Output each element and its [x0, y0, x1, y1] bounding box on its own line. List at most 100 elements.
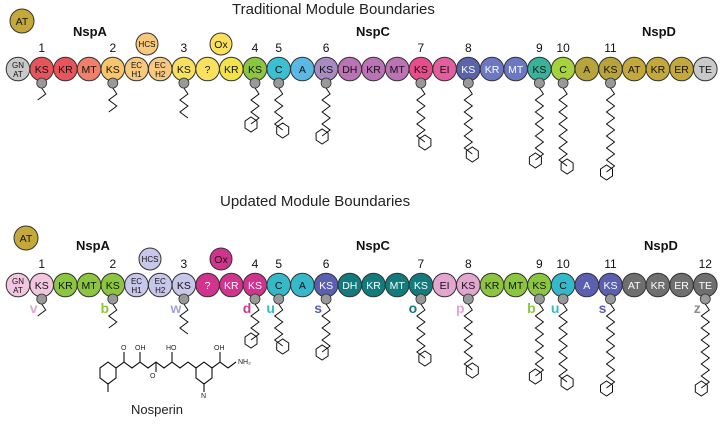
bottom-acp-intermediate [244, 293, 261, 349]
top-domain-kr-20: KR [479, 56, 505, 82]
svg-text:OH: OH [135, 345, 146, 352]
bottom-domain-label: KS [532, 280, 546, 292]
bottom-acp-intermediate [178, 293, 190, 335]
bottom-module-number: 10 [556, 257, 570, 271]
top-module-number: 2 [109, 41, 116, 55]
top-domain-dh-14: DH [337, 56, 363, 82]
bottom-domain-ks-22: KS [527, 272, 552, 298]
bottom-domain-label: MT [82, 280, 98, 292]
top-domain-mt-3: MT [76, 56, 102, 82]
top-domain-label: KS [532, 64, 546, 76]
bottom-domain-label: ER [674, 280, 689, 292]
top-floating-ox: Ox [209, 32, 233, 56]
bottom-domain-?-8: ? [195, 272, 220, 298]
top-domain-label: MT [390, 64, 406, 76]
top-domain-ks-7: KS [171, 56, 197, 82]
bottom-domain-kr-20: KR [479, 272, 505, 298]
top-domain-ks-19: KS [456, 56, 481, 82]
top-domain-label: KS [248, 64, 262, 76]
bottom-domain-label: ? [205, 280, 211, 292]
top-domain-?-8: ? [195, 56, 220, 82]
top-domain-ks-17: KS [408, 56, 434, 82]
bottom-domain-te-29: TE [693, 272, 718, 298]
bottom-acp-intermediate [273, 293, 290, 355]
bottom-module-number: 12 [699, 257, 713, 271]
bottom-domain-c-11: C [266, 272, 292, 298]
bottom-acp-intermediate [528, 293, 545, 385]
bottom-domain-kr-2: KR [53, 272, 78, 298]
bottom-domain-ks-4: KS [100, 272, 126, 298]
bottom-domain-label: KR [224, 280, 239, 292]
top-domain-c-23: C [550, 56, 576, 82]
bottom-module-number: 7 [418, 257, 425, 271]
bottom-domain-ks-13: KS [313, 272, 339, 298]
bottom-domain-label: A [299, 280, 306, 292]
bottom-domain-ks-25: KS [598, 272, 623, 298]
bottom-domain-kr-15: KR [361, 272, 386, 298]
top-domain-ks-13: KS [313, 56, 339, 82]
bottom-ox-label: Ox [214, 254, 228, 266]
bottom-domain-ks-7: KS [171, 272, 197, 298]
bottom-acp-intermediate [600, 293, 616, 397]
top-intermediate-structures [36, 77, 616, 181]
bottom-title: Updated Module Boundaries [220, 193, 410, 210]
bottom-domain-mt-3: MT [76, 272, 102, 298]
top-protein-nspd: NspD [642, 24, 676, 39]
bottom-domain-at-26: AT [621, 272, 647, 298]
bottom-domain-label: AT [628, 280, 641, 292]
top-domain-label: KR [366, 64, 381, 76]
top-acp-intermediate [462, 77, 479, 163]
bottom-domain-label: H2 [155, 286, 166, 295]
top-acp-intermediate [315, 77, 332, 145]
top-module-number: 3 [181, 41, 188, 55]
nosperin-structure: O OH O HO OH NH₂ N [99, 345, 251, 400]
top-domain-label: KR [224, 64, 239, 76]
substrate-letter-s: s [599, 300, 607, 316]
top-module-number: 8 [465, 41, 472, 55]
top-domain-label: EI [440, 64, 450, 76]
top-domain-a-24: A [574, 56, 600, 82]
bottom-domain-label: KS [177, 280, 191, 292]
top-domain-ks-10: KS [242, 56, 268, 82]
bottom-acp-intermediate [462, 293, 479, 379]
bottom-module-number: 2 [109, 257, 116, 271]
bottom-module-number: 11 [604, 257, 617, 271]
top-domain-label: TE [699, 64, 712, 76]
top-domain-label: MT [82, 64, 98, 76]
top-domain-label: ? [205, 64, 211, 76]
bottom-domain-label: GN [12, 277, 24, 286]
bottom-domain-label: MT [508, 280, 524, 292]
top-domain-at-26: AT [621, 56, 647, 82]
svg-text:O: O [121, 345, 127, 352]
top-domain-label: KS [461, 64, 475, 76]
top-domain-label: KS [319, 64, 333, 76]
top-domain-mt-16: MT [384, 56, 410, 82]
top-domain-kr-2: KR [53, 56, 78, 82]
bottom-domain-label: MT [390, 280, 406, 292]
top-domain-label: KS [177, 64, 191, 76]
top-module-number: 4 [252, 41, 259, 55]
bottom-domain-label: EI [440, 280, 450, 292]
bottom-acp-intermediate [557, 293, 574, 391]
bottom-domain-label: A [583, 280, 590, 292]
top-domain-ei-18: EI [432, 56, 457, 82]
compound-name: Nosperin [131, 402, 183, 417]
bottom-module-number: 8 [465, 257, 472, 271]
bottom-domain-label: C [275, 280, 283, 292]
svg-text:N: N [201, 393, 206, 400]
bottom-domain-ks-19: KS [456, 272, 481, 298]
top-domain-label: KR [651, 64, 666, 76]
bottom-domain-label: EC [131, 277, 142, 286]
bottom-domain-kr-9: KR [219, 272, 244, 298]
top-domain-kr-27: KR [645, 56, 671, 82]
bottom-domain-label: KS [106, 280, 120, 292]
bottom-floating-at: AT [13, 225, 39, 251]
